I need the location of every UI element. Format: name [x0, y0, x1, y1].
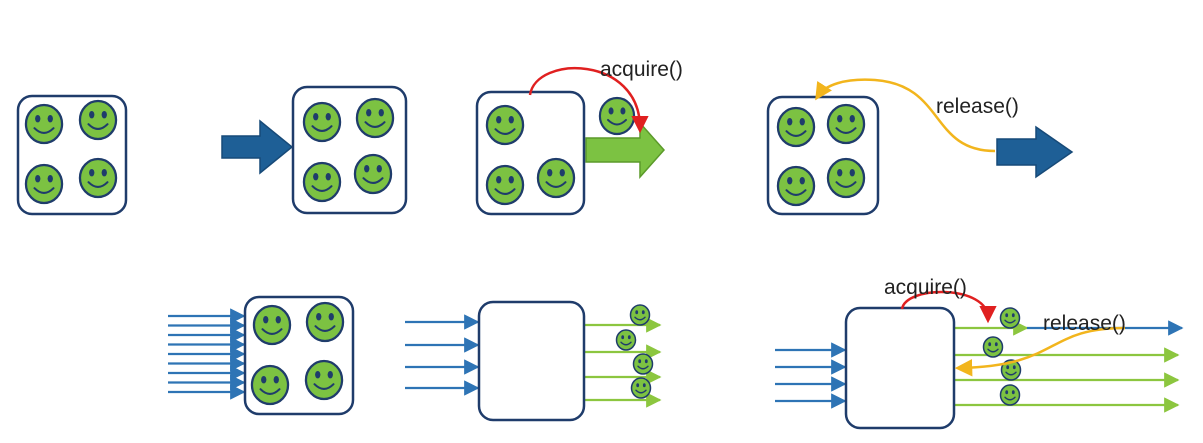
smiley-face-icon: [629, 304, 651, 326]
smiley-face-icon: [982, 336, 1004, 358]
curved-arrow-icon: [954, 326, 1126, 377]
smiley-face-icon: [305, 301, 345, 343]
panel-4-release: release(): [766, 78, 1074, 216]
right-arrow-icon: [585, 121, 666, 179]
smiley-face-icon: [999, 307, 1021, 329]
panel-3-acquire: acquire(): [475, 58, 683, 216]
panel-1-full-box: [16, 94, 128, 216]
smiley-face-icon: [536, 157, 576, 199]
smiley-face-icon: [252, 304, 292, 346]
panel-2-enter: [221, 85, 408, 215]
smiley-face-icon: [302, 101, 342, 143]
curved-arrow-icon: [815, 78, 996, 153]
curved-arrow-icon: [900, 290, 997, 324]
smiley-face-icon: [999, 384, 1021, 406]
semaphore-box: [477, 300, 586, 422]
smiley-face-icon: [24, 103, 64, 145]
smiley-face-icon: [485, 164, 525, 206]
acquire-label: acquire(): [600, 58, 683, 81]
semaphore-box: [844, 306, 956, 430]
curved-arrow-icon: [528, 67, 649, 134]
right-arrow-icon: [221, 119, 294, 175]
panel-5-threads-waiting: [168, 295, 355, 416]
release-label-bottom: release(): [1043, 312, 1126, 335]
panel-6-threads-running: [405, 300, 662, 422]
smiley-face-icon: [353, 153, 393, 195]
smiley-face-icon: [78, 157, 118, 199]
smiley-face-icon: [776, 106, 816, 148]
smiley-face-icon: [304, 359, 344, 401]
smiley-face-icon: [24, 163, 64, 205]
smiley-face-icon: [355, 97, 395, 139]
panel-7-acquire-release: acquire() release(): [775, 276, 1184, 430]
smiley-face-icon: [485, 104, 525, 146]
smiley-face-icon: [302, 161, 342, 203]
smiley-face-icon: [630, 377, 652, 399]
smiley-face-icon: [826, 157, 866, 199]
smiley-face-icon: [250, 364, 290, 406]
smiley-face-icon: [826, 103, 866, 145]
smiley-face-icon: [615, 329, 637, 351]
smiley-face-icon: [78, 99, 118, 141]
right-arrow-icon: [996, 125, 1074, 179]
release-label: release(): [936, 95, 1019, 118]
smiley-face-icon: [598, 96, 636, 136]
smiley-face-icon: [1000, 359, 1022, 381]
smiley-face-icon: [776, 165, 816, 207]
smiley-face-icon: [632, 353, 654, 375]
acquire-label-bottom: acquire(): [884, 276, 967, 299]
